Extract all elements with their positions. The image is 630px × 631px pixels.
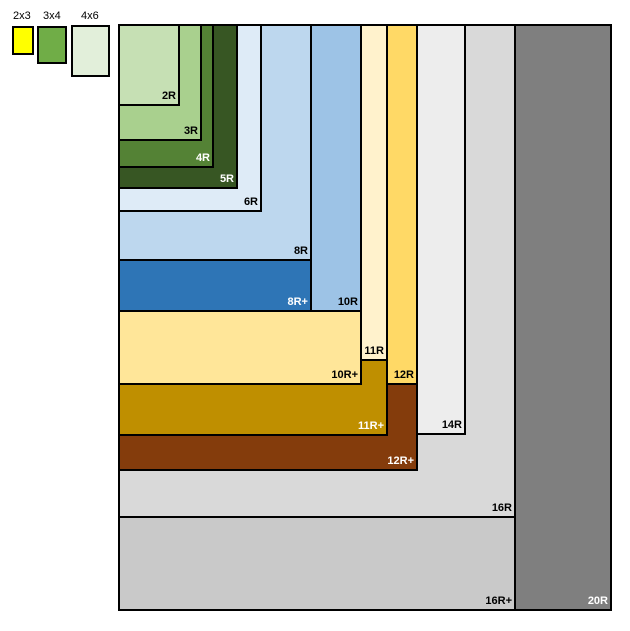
small-size-rect-3x4 bbox=[37, 26, 67, 64]
size-label-11r: 11R bbox=[364, 345, 384, 357]
size-label-12r-plus: 12R+ bbox=[387, 455, 414, 467]
size-label-10r-plus: 10R+ bbox=[331, 369, 358, 381]
size-label-8r-plus: 8R+ bbox=[287, 296, 309, 308]
size-label-4r: 4R bbox=[195, 152, 210, 164]
small-size-rect-4x6 bbox=[71, 25, 110, 77]
small-size-rect-2x3 bbox=[12, 26, 34, 55]
small-size-label-2x3: 2x3 bbox=[13, 10, 31, 22]
size-label-8r: 8R bbox=[293, 245, 308, 257]
size-label-3r: 3R bbox=[183, 125, 198, 137]
size-label-2r: 2R bbox=[161, 90, 176, 102]
small-size-label-4x6: 4x6 bbox=[81, 10, 99, 22]
size-label-5r: 5R bbox=[219, 173, 234, 185]
size-label-16r-plus: 16R+ bbox=[485, 595, 512, 607]
size-label-20r: 20R bbox=[587, 595, 608, 607]
size-label-16r: 16R bbox=[491, 502, 512, 514]
size-label-11r-plus: 11R+ bbox=[358, 420, 384, 432]
size-label-10r: 10R bbox=[337, 296, 358, 308]
size-label-6r: 6R bbox=[243, 196, 258, 208]
small-size-label-3x4: 3x4 bbox=[43, 10, 61, 22]
size-label-12r: 12R bbox=[393, 369, 414, 381]
size-label-14r: 14R bbox=[441, 419, 462, 431]
size-rect-2r bbox=[118, 24, 180, 106]
